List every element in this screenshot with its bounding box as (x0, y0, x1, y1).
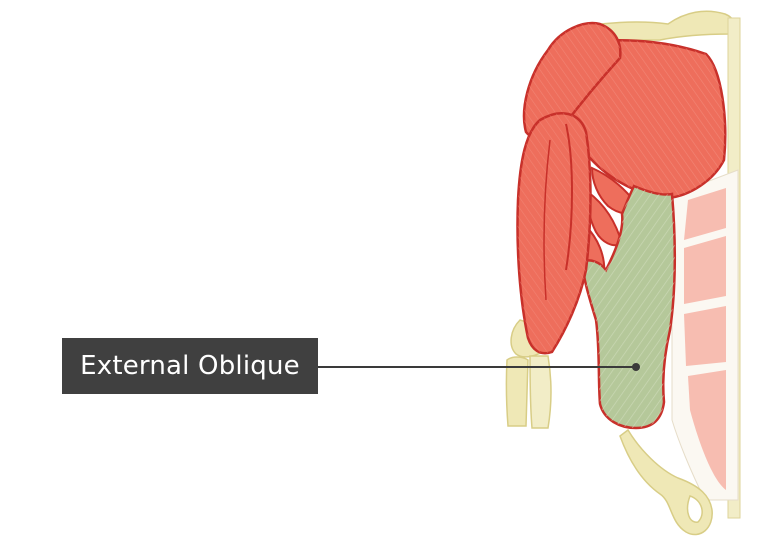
leader-line (318, 366, 636, 368)
pelvis-bone (619, 428, 713, 536)
biceps-brachii-muscle (516, 112, 592, 355)
label-text: External Oblique (80, 351, 300, 381)
rectus-abdominis-muscle (684, 188, 726, 490)
forearm-bones (505, 355, 552, 429)
external-oblique-label: External Oblique (62, 338, 318, 394)
leader-dot (632, 363, 640, 371)
